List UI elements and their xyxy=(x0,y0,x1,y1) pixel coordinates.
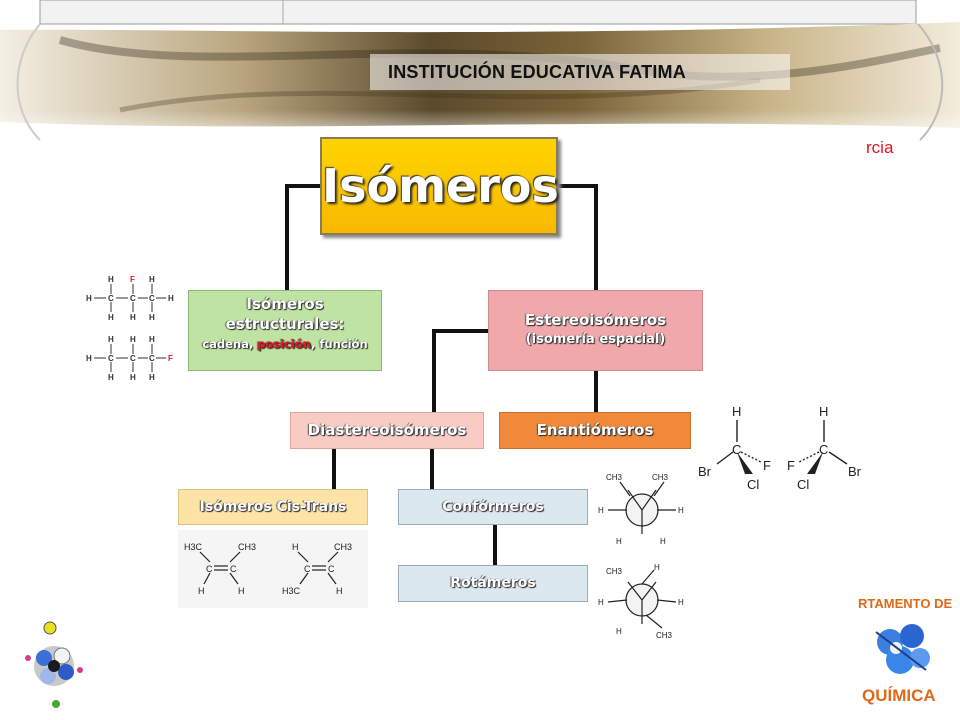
institution-title: INSTITUCIÓN EDUCATIVA FATIMA xyxy=(388,62,686,82)
newman-2-h-bl: H xyxy=(616,627,622,636)
trans-c1: C xyxy=(304,564,311,574)
diastereoisomeros-box: Diastereoisómeros xyxy=(290,412,484,449)
enantiomer-left-f: F xyxy=(763,458,771,473)
struct-2-hb3: H xyxy=(149,373,155,382)
enantiomer-left-cl: Cl xyxy=(747,477,759,492)
cis-h1: H xyxy=(198,586,205,596)
struct-2-h1: H xyxy=(108,335,114,344)
struct-1-h: H xyxy=(108,275,114,284)
newman-2-h-left: H xyxy=(598,598,604,607)
struct-1-hr: H xyxy=(168,294,174,303)
enantiomer-left-c: C xyxy=(732,442,741,457)
enantiomer-left-h: H xyxy=(732,404,741,419)
type-separator-2: , xyxy=(311,337,320,351)
struct-1-c3: C xyxy=(149,294,155,303)
conformeros-label: Confórmeros xyxy=(442,499,544,515)
type-funcion: función xyxy=(319,337,368,351)
type-posicion: posición xyxy=(257,337,312,351)
isomeros-root-box: Isómeros xyxy=(320,137,559,235)
newman-2-ch3-br: CH3 xyxy=(656,631,673,640)
newman-1-ch3-left: CH3 xyxy=(606,473,623,482)
rotameros-box: Rotámeros xyxy=(398,565,588,602)
trans-h2: H xyxy=(336,586,343,596)
newman-1-h-right: H xyxy=(678,506,684,515)
trans-ch3: CH3 xyxy=(334,542,352,552)
type-separator-1: , xyxy=(248,337,258,351)
estereoisomeros-box: Estereoisómeros (isomería espacial) xyxy=(488,290,703,371)
cis-trans-drawing: H3C CH3 C C H H H CH3 C C H3C H xyxy=(178,530,368,608)
struct-1-c2: C xyxy=(130,294,136,303)
newman-staggered-drawing: CH3 H H H H CH3 xyxy=(598,563,684,640)
newman-1-h-br: H xyxy=(660,537,666,546)
newman-2-h-right: H xyxy=(678,598,684,607)
connector-estereo-diastereo xyxy=(432,329,488,412)
struct-2-c1: C xyxy=(108,354,114,363)
enantiomer-right-h: H xyxy=(819,404,828,419)
cis-ch3: CH3 xyxy=(238,542,256,552)
enantiomeros-box: Enantiómeros xyxy=(499,412,691,449)
enantiomer-right-cl: Cl xyxy=(797,477,809,492)
logo-top-text: RTAMENTO DE xyxy=(858,596,953,611)
newman-2-h-top: H xyxy=(654,563,660,572)
struct-2-hl: H xyxy=(86,354,92,363)
conformeros-box: Confórmeros xyxy=(398,489,588,525)
struct-1-h2: H xyxy=(149,275,155,284)
enantiomer-right-f: F xyxy=(787,458,795,473)
struct-2-c2: C xyxy=(130,354,136,363)
logo-bottom-text: QUÍMICA xyxy=(862,686,936,705)
estructurales-line1: Isómeros xyxy=(246,295,324,313)
struct-2-h3: H xyxy=(149,335,155,344)
struct-2-hb1: H xyxy=(108,373,114,382)
newman-1-h-bl: H xyxy=(616,537,622,546)
struct-2-hb2: H xyxy=(130,373,136,382)
struct-2-c3: C xyxy=(149,354,155,363)
struct-1-c1: C xyxy=(108,294,114,303)
enantiomer-right-c: C xyxy=(819,442,828,457)
cis-trans-label: Isómeros Cis-Trans xyxy=(199,499,347,515)
connector-root-estereo xyxy=(558,184,598,290)
trans-c2: C xyxy=(328,564,335,574)
trans-h: H xyxy=(292,542,299,552)
cis-c2: C xyxy=(230,564,237,574)
enantiomeros-label: Enantiómeros xyxy=(536,421,654,439)
isomeros-estructurales-box: Isómeros estructurales: cadena, posición… xyxy=(188,290,382,371)
estereoisomeros-line2: (isomería espacial) xyxy=(525,332,666,347)
estructurales-line2: estructurales: xyxy=(225,315,345,333)
newman-2-ch3-top: CH3 xyxy=(606,567,623,576)
connector-root-estructurales xyxy=(285,184,320,290)
rotameros-label: Rotámeros xyxy=(450,575,536,591)
newman-1-ch3-right: CH3 xyxy=(652,473,669,482)
cis-h2: H xyxy=(238,586,245,596)
type-cadena: cadena xyxy=(202,337,249,351)
struct-2-h2: H xyxy=(130,335,136,344)
diastereoisomeros-label: Diastereoisómeros xyxy=(307,421,467,439)
cis-h3c: H3C xyxy=(184,542,203,552)
struct-1-hb2: H xyxy=(130,313,136,322)
struct-1-hb1: H xyxy=(108,313,114,322)
quimica-logo: RTAMENTO DE QUÍMICA xyxy=(856,592,960,716)
cis-c1: C xyxy=(206,564,213,574)
corner-text: rcia xyxy=(866,138,894,157)
enantiomer-right-br: Br xyxy=(848,464,862,479)
struct-1-f: F xyxy=(130,275,135,284)
trans-h3c: H3C xyxy=(282,586,301,596)
struct-1-hl: H xyxy=(86,294,92,303)
struct-2-f: F xyxy=(168,354,173,363)
molecule-decoration-icon xyxy=(25,621,83,708)
estereoisomeros-line1: Estereoisómeros xyxy=(524,311,667,329)
structural-isomers-drawing: H F H H C C C H H H H H H H H C C C F H … xyxy=(86,275,174,382)
enantiomer-left-br: Br xyxy=(698,464,712,479)
isomeros-root-label: Isómeros xyxy=(322,159,559,213)
cis-trans-box: Isómeros Cis-Trans xyxy=(178,489,368,525)
struct-1-hb3: H xyxy=(149,313,155,322)
newman-eclipsed-drawing: CH3 CH3 H H H H xyxy=(598,473,684,546)
newman-1-h-left: H xyxy=(598,506,604,515)
enantiomers-drawing: H C Br F Cl H C F Br Cl xyxy=(698,404,862,492)
